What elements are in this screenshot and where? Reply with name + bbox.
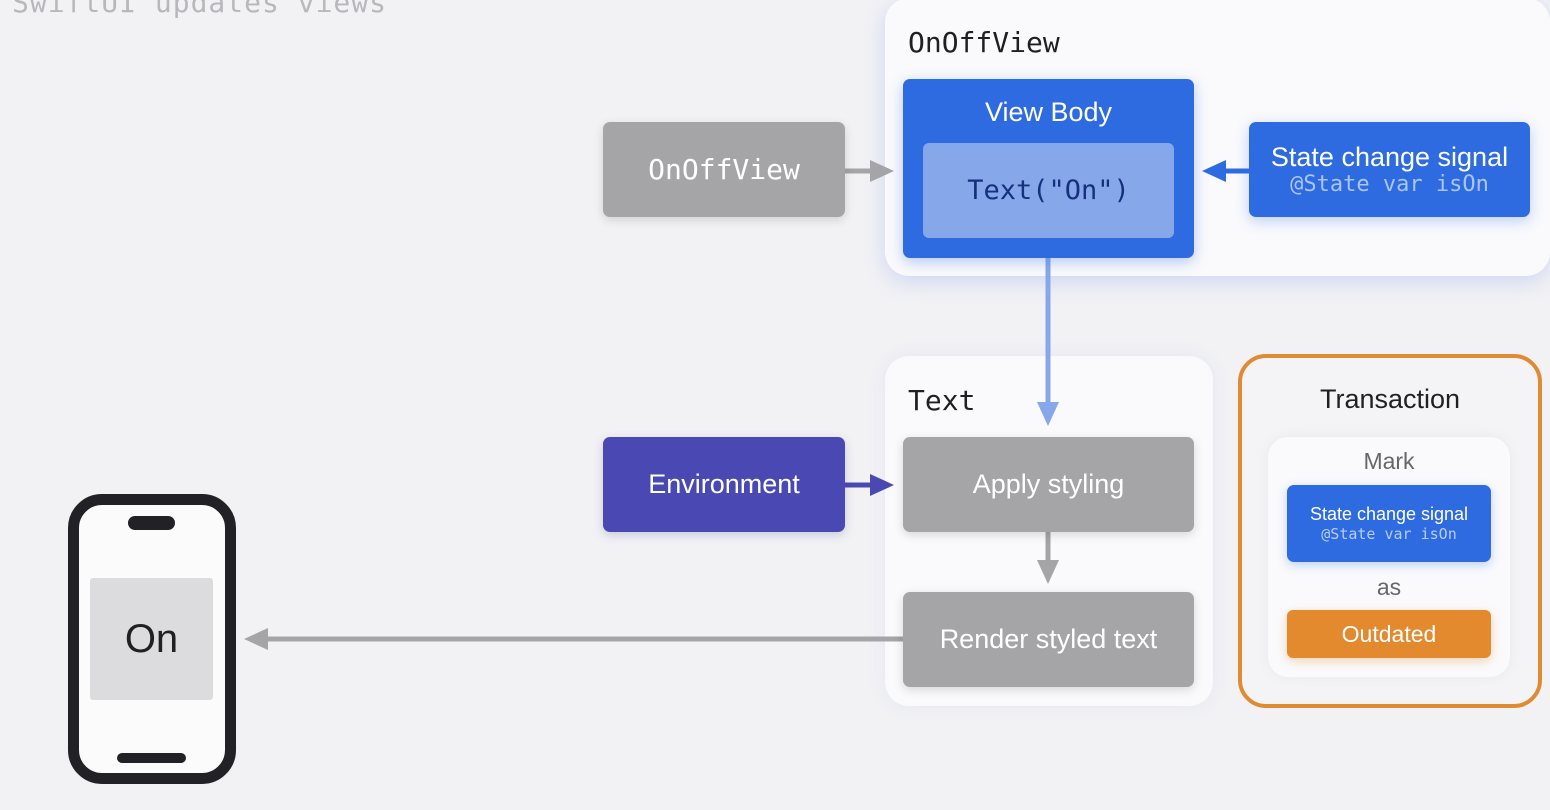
phone-notch xyxy=(128,516,175,530)
arrow-body-to-apply xyxy=(1037,239,1059,426)
arrow-state-to-body xyxy=(1202,160,1249,182)
arrow-apply-to-render xyxy=(1037,532,1059,584)
text-group-label: Text xyxy=(908,384,976,417)
state-change-signal-title: State change signal xyxy=(1270,141,1509,172)
transaction-state-signal: State change signal @State var isOn xyxy=(1287,485,1491,562)
onoffview-node: OnOffView xyxy=(603,122,845,217)
environment-node: Environment xyxy=(603,437,845,532)
state-change-signal-subtitle: @State var isOn xyxy=(1290,171,1489,197)
onoffview-group-label: OnOffView xyxy=(908,26,1060,59)
view-body-label: View Body xyxy=(984,97,1113,127)
arrow-environment-to-apply xyxy=(845,474,894,496)
phone-screen-text: On xyxy=(90,578,213,700)
outdated-badge: Outdated xyxy=(1287,610,1491,658)
transaction-title: Transaction xyxy=(1319,384,1461,414)
as-label: as xyxy=(1376,574,1402,600)
state-change-signal-node: State change signal @State var isOn xyxy=(1249,122,1530,217)
transaction-state-signal-subtitle: @State var isOn xyxy=(1321,525,1457,543)
apply-styling-node: Apply styling xyxy=(903,437,1194,532)
view-body-node: View Body Text("On") xyxy=(903,79,1194,258)
render-styled-text-node: Render styled text xyxy=(903,592,1194,687)
mark-label: Mark xyxy=(1363,448,1415,474)
text-call-node: Text("On") xyxy=(923,143,1174,238)
transaction-state-signal-title: State change signal xyxy=(1309,504,1469,524)
page-title: SwiftUI updates views xyxy=(12,0,388,19)
arrow-onoffview-to-body xyxy=(845,160,894,182)
phone-home-indicator xyxy=(117,753,186,763)
arrow-render-to-phone xyxy=(244,628,903,650)
